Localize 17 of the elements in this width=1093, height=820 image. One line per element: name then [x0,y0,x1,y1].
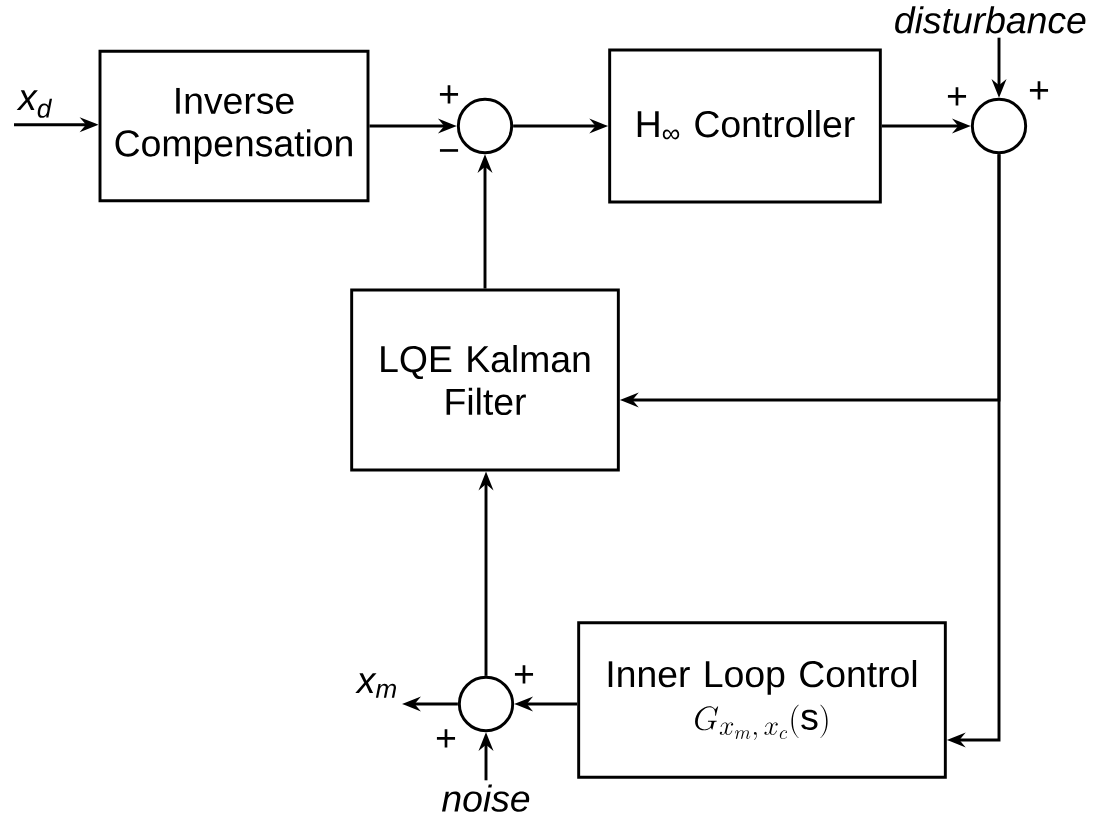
summing-junction [456,97,514,155]
block-box: H$_{∞}$ Controller [608,48,882,204]
signal-label: x$_{d}$ [16,90,53,118]
signal-label: x$_{m}$ [355,673,396,698]
signal-label: noise [442,784,530,812]
summing-junction [457,675,515,733]
block-box: Inner Loop Control $G_{x_m,\,x_c}(\mathrm{s})$ [577,621,947,779]
sign-label: − [439,149,459,152]
summing-junction [970,97,1028,155]
sign-label: + [1029,81,1049,100]
sign-label: + [439,85,459,104]
sign-label: + [514,665,534,684]
block-box: Inverse Compensation [98,49,370,203]
signal-label: disturbance [895,6,1086,34]
block-box: LQE Kalman Filter [350,288,620,472]
sign-label: + [436,729,456,748]
sign-label: + [947,87,967,106]
